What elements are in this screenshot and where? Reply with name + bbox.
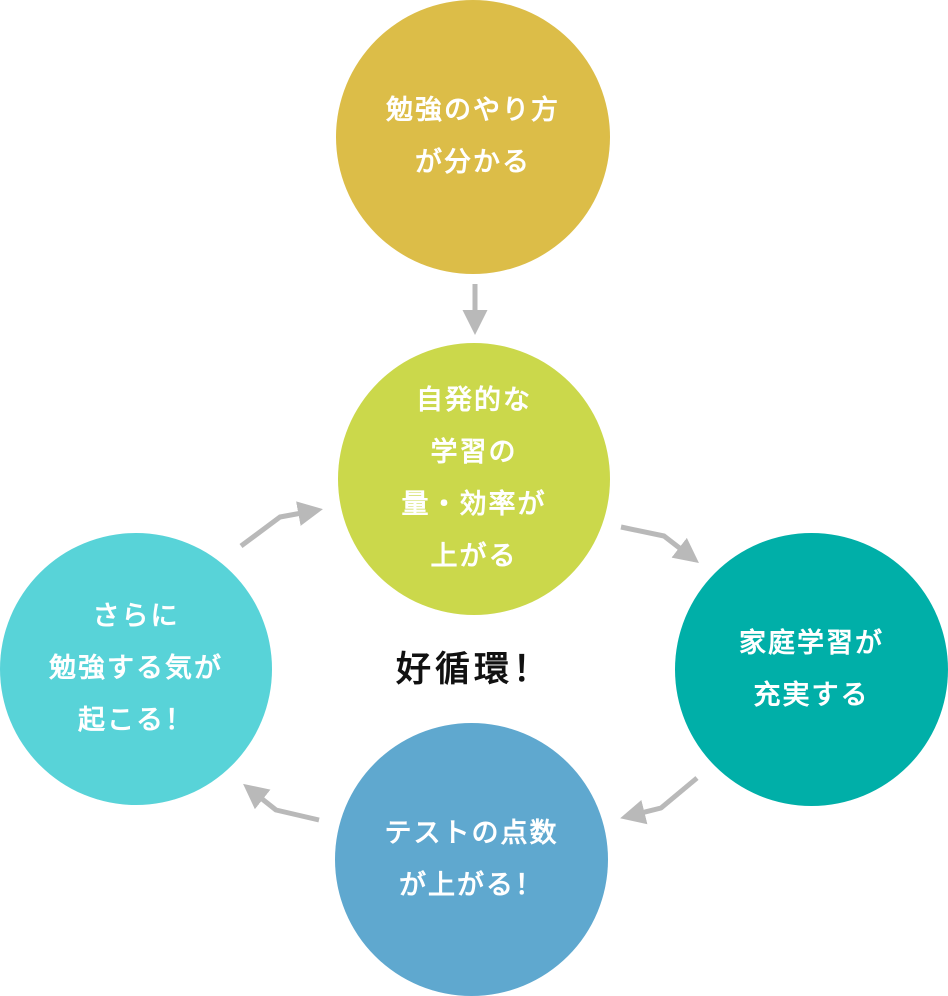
node-self-learning-line: 学習の [430, 437, 518, 468]
node-motivation: さらに 勉強する気が 起こる！ [0, 533, 272, 805]
node-motivation-label: さらに 勉強する気が 起こる！ [49, 591, 223, 747]
arrow-right-to-bottom [620, 776, 699, 825]
node-home-study: 家庭学習が 充実する [675, 533, 948, 806]
node-test-score-line: が上がる！ [399, 869, 544, 901]
node-study-method: 勉強のやり方 が分かる [336, 0, 610, 274]
node-motivation-line: 起こる！ [78, 705, 194, 736]
arrow-bottom-to-left [243, 783, 320, 823]
node-study-method-line: が分かる [415, 147, 531, 178]
node-self-learning-line: 上がる [430, 541, 518, 572]
cycle-caption: 好循環！ [395, 650, 552, 690]
node-test-score-line: テストの点数 [384, 817, 559, 849]
arrow-left-to-center [239, 501, 323, 549]
node-home-study-line: 家庭学習が [739, 627, 884, 659]
node-study-method-label: 勉強のやり方 が分かる [386, 85, 560, 189]
arrow-center-to-right [620, 524, 699, 564]
node-test-score: テストの点数 が上がる！ [335, 723, 608, 996]
node-self-learning: 自発的な 学習の 量・効率が 上がる [338, 343, 610, 615]
node-home-study-line: 充実する [753, 679, 870, 711]
node-test-score-label: テストの点数 が上がる！ [385, 808, 559, 912]
node-motivation-line: さらに [92, 601, 180, 632]
node-self-learning-line: 自発的な [416, 385, 532, 416]
node-self-learning-label: 自発的な 学習の 量・効率が 上がる [402, 375, 547, 583]
node-study-method-line: 勉強のやり方 [386, 95, 560, 126]
node-self-learning-line: 量・効率が [401, 489, 547, 520]
node-home-study-label: 家庭学習が 充実する [739, 618, 884, 722]
node-motivation-line: 勉強する気が [49, 653, 223, 684]
